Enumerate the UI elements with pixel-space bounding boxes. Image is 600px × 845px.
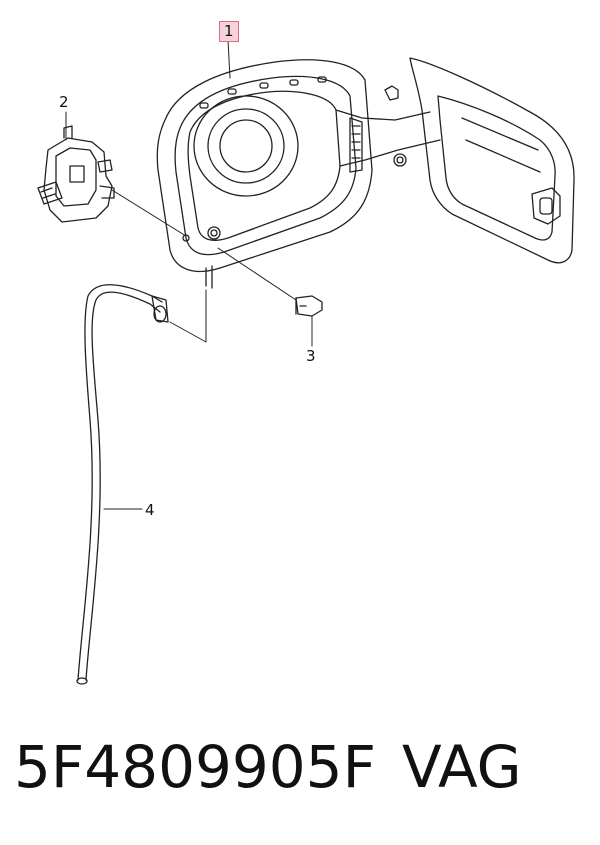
screw — [295, 295, 323, 317]
callout-4: 4 — [145, 501, 155, 519]
leader-line-1 — [227, 39, 231, 79]
callout-3: 3 — [306, 347, 316, 365]
leader-line-4b — [169, 289, 207, 343]
caption: 5F4809905F VAG — [14, 738, 594, 818]
parts-diagram — [37, 39, 575, 685]
brand-name: VAG — [402, 733, 522, 801]
drain-hose — [76, 284, 169, 685]
callout-1: 1 — [219, 21, 239, 42]
part-number: 5F4809905F — [14, 733, 376, 801]
fuel-filler-housing — [156, 59, 441, 289]
fuel-flap-door — [409, 57, 575, 264]
callout-2: 2 — [59, 93, 69, 111]
actuator — [37, 125, 115, 223]
leader-line-2b — [111, 189, 187, 237]
leader-line-3b — [217, 247, 297, 301]
leader-lines — [65, 39, 313, 510]
